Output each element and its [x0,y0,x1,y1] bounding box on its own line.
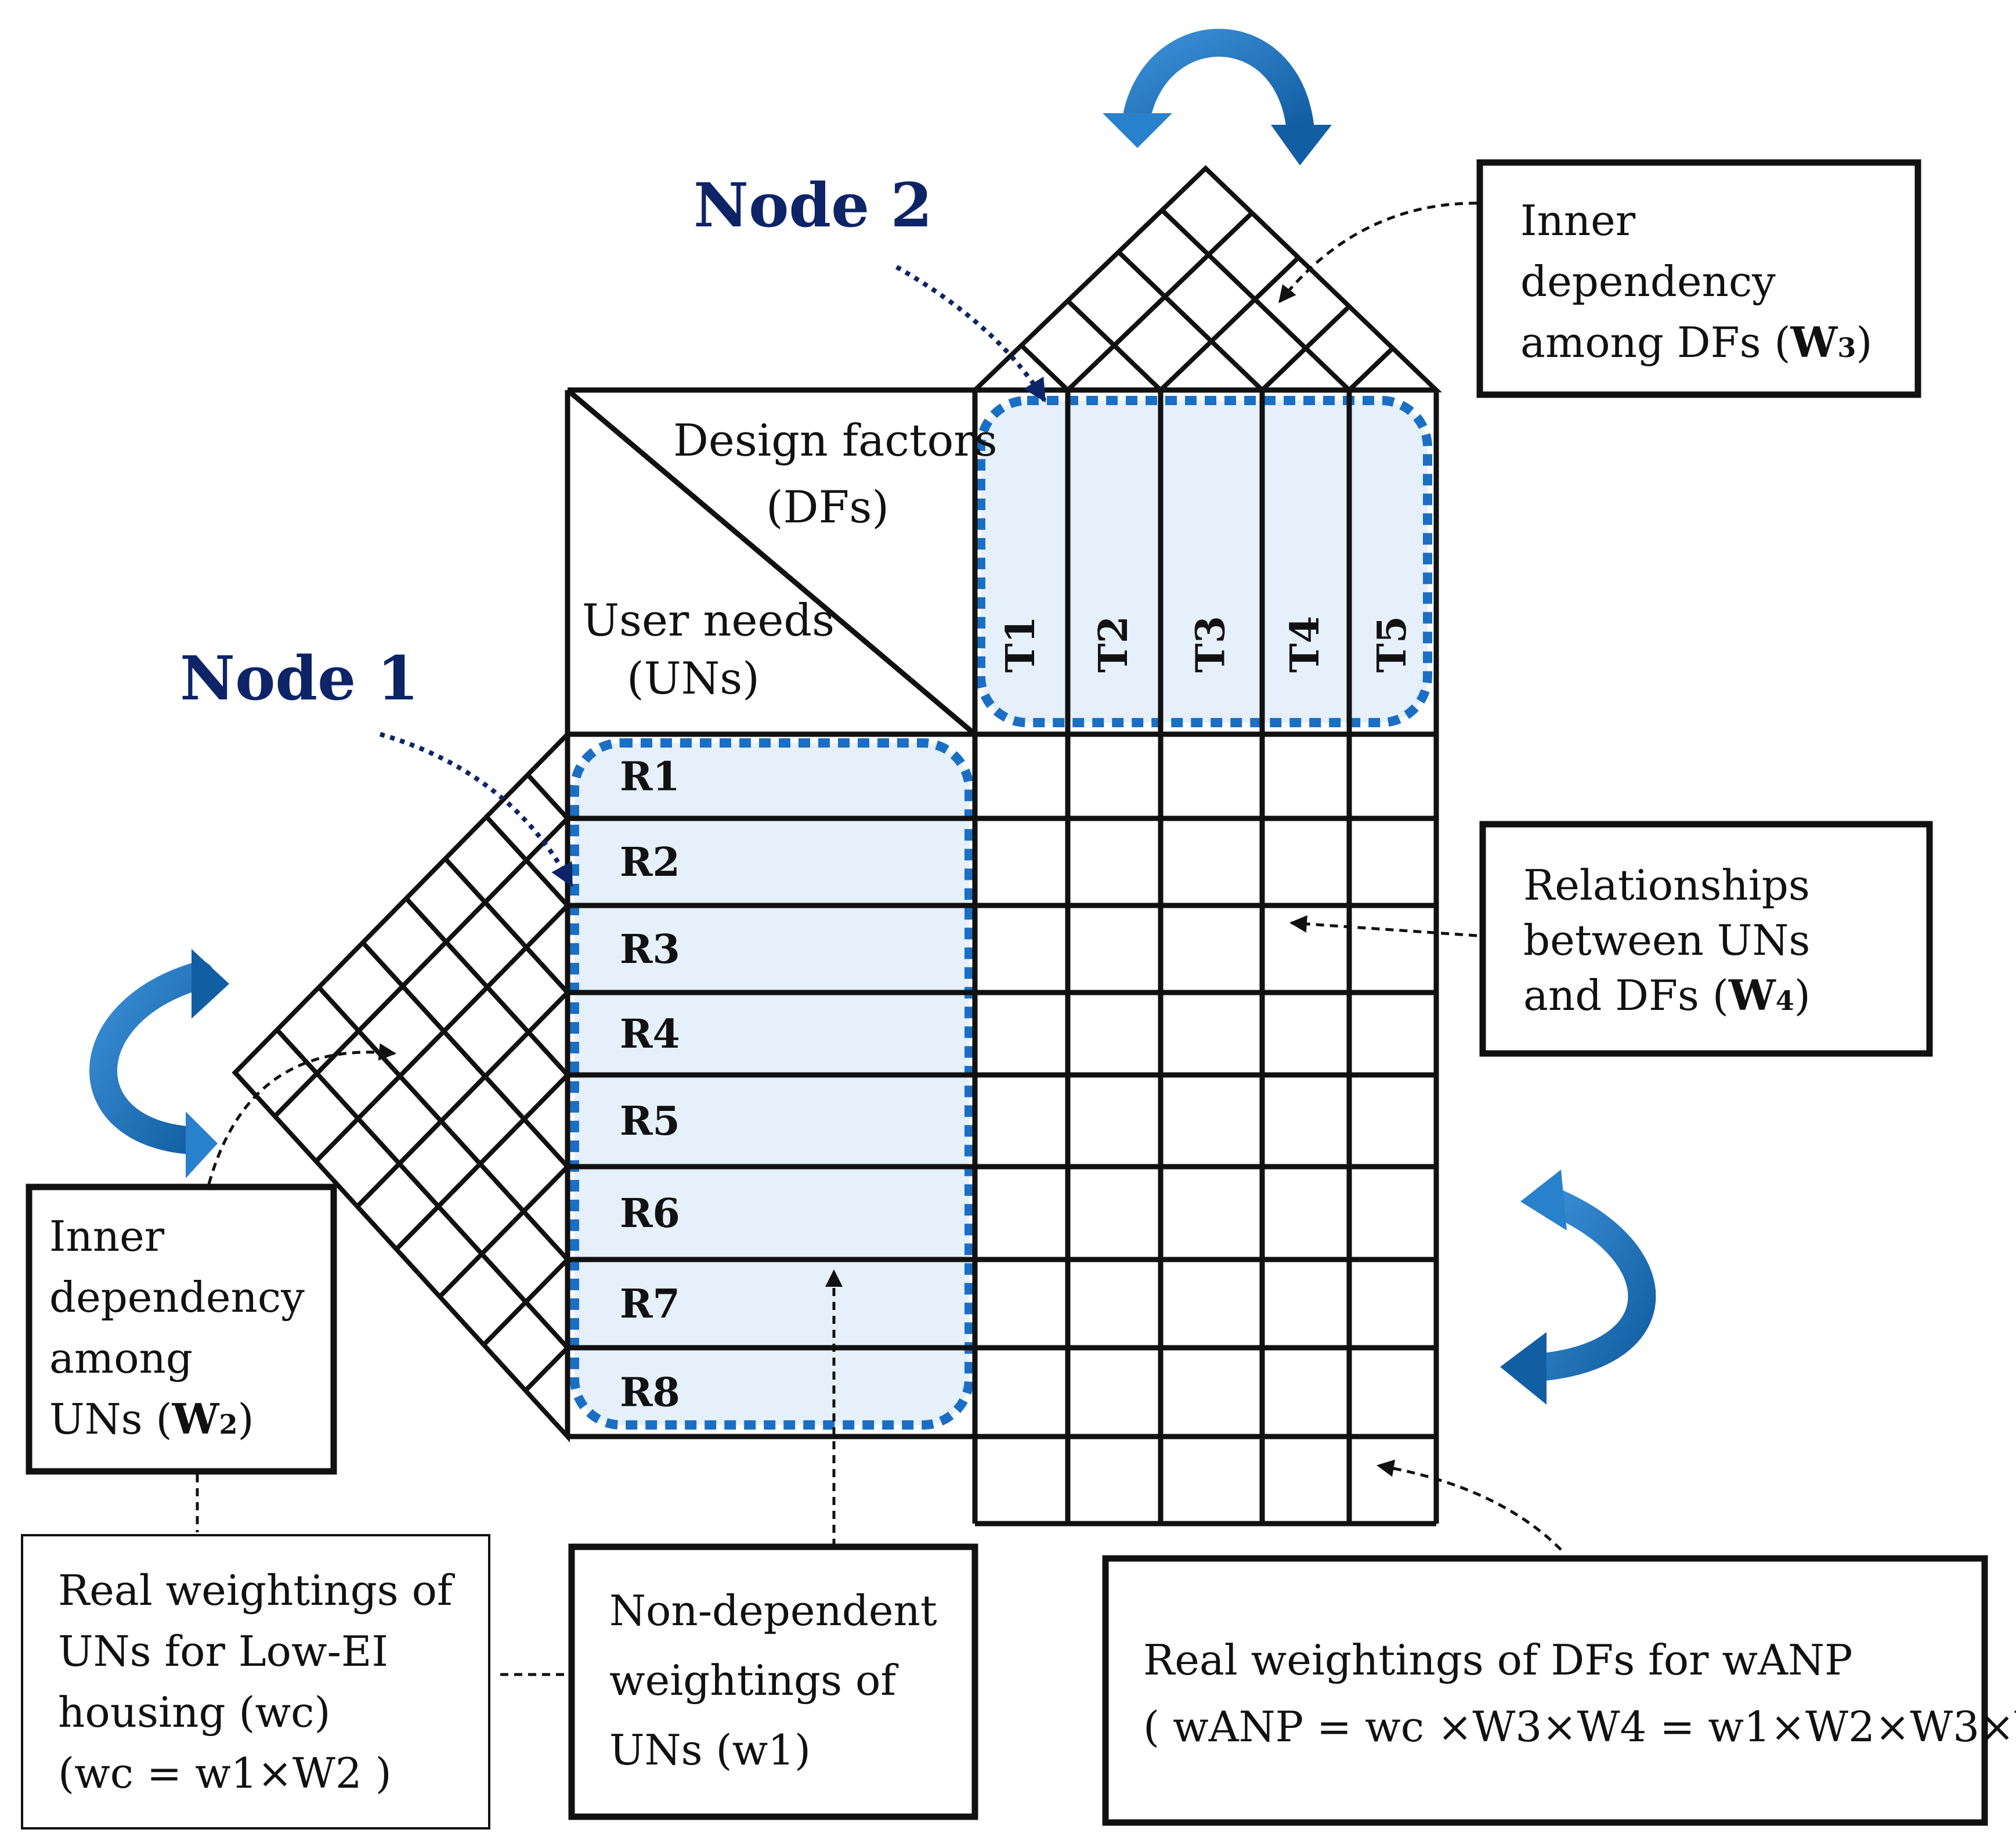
df-roof-grid-line [1159,255,1300,392]
real-dfs-line1: Real weightings of DFs for wANP [1143,1636,1852,1684]
row-label-r5: R5 [620,1098,680,1145]
real-dfs-connector [1376,1459,1562,1551]
row-label-r2: R2 [620,839,680,886]
un-roof-grid-line [317,986,569,1261]
df-roof-grid-line [1066,299,1162,392]
inner-uns-line4: UNs (W2) [49,1394,254,1444]
un-roof-grid-line [485,815,569,907]
relationships-line2: between UNs [1523,916,1810,965]
design-factors-abbrev: (DFs) [766,481,889,533]
inner-uns-line3: among [49,1334,193,1383]
non-dependent-line3: UNs (w1) [609,1726,811,1774]
non-dependent-box [568,1543,978,1820]
column-label-t2: T2 [1090,616,1137,673]
un-roof-grid-line [438,1165,569,1298]
inner-uns-line2: dependency [49,1273,305,1322]
un-correlation-roof [232,728,570,1443]
relationship-matrix [972,731,1439,1527]
un-roof-grid-line [395,1073,569,1251]
df-roof-grid-line [1117,250,1264,392]
inner-uns-connector [207,1043,396,1185]
rotation-arrow-top [1103,28,1332,165]
node2-label: Node 2 [693,169,933,241]
corner-header [565,387,977,737]
inner-dfs-line1: Inner [1520,196,1636,245]
df-correlation-roof [969,165,1442,392]
row-label-r8: R8 [620,1370,680,1416]
real-uns-line2: UNs for Low-EI [58,1627,388,1676]
df-roof-grid-line [1160,208,1351,392]
user-needs-abbrev: (UNs) [627,652,760,704]
un-roof-grid-line [526,773,569,820]
un-roof-grid-line [523,1346,569,1392]
un-roof-grid-line [361,941,569,1168]
inner-dfs-box [1476,159,1921,398]
column-label-t1: T1 [998,616,1044,673]
relationships-connector [1289,915,1477,937]
df-roof-grid-line [1066,211,1254,392]
row-label-r4: R4 [620,1011,680,1058]
user-needs-label: User needs [582,594,834,646]
df-roof-outline [969,165,1442,392]
row-label-r6: R6 [620,1190,680,1237]
column-label-t4: T4 [1282,616,1328,673]
df-roof-grid-line [1020,344,1070,392]
node2-highlight [976,396,1432,727]
row-label-r1: R1 [620,754,680,800]
row-label-r7: R7 [620,1281,680,1327]
un-roof-grid-line [273,817,569,1118]
column-label-t3: T3 [1188,616,1234,673]
un-roof-grid-line [355,991,569,1208]
node1-label: Node 1 [180,643,419,714]
design-factor-columns [972,387,1439,734]
relationships-box [1479,821,1933,1057]
real-dfs-box [1102,1555,1988,1826]
inner-uns-box [26,1183,337,1475]
non-dependent-line1: Non-dependent [609,1586,937,1635]
real-dfs-line2: ( wANP = wc ×W3×W4 = w1×W2×W3×W4 ) [1143,1702,2016,1751]
un-roof-grid-line [275,1028,569,1349]
row-label-r3: R3 [620,926,680,973]
inner-dfs-line2: dependency [1520,257,1776,306]
user-need-rows [565,731,975,1439]
node1-highlight [570,738,974,1430]
node2-pointer-arrow [895,265,1047,403]
real-uns-line4: (wc = w1×W2 ) [58,1749,392,1798]
real-uns-line3: housing (wc) [58,1688,331,1737]
inner-dfs-connector [1278,201,1477,304]
un-roof-grid-line [443,857,569,994]
design-factors-label: Design factors [673,414,998,466]
inner-uns-line1: Inner [49,1212,165,1261]
real-uns-line1: Real weightings of [58,1566,455,1615]
real-uns-box [21,1534,490,1829]
node1-pointer-arrow [379,732,574,887]
df-roof-grid-line [1347,347,1394,392]
rotation-arrow-left [89,949,229,1178]
non-dependent-line2: weightings of [609,1656,898,1705]
design-factor-labels: T1 T2 T3 T4 T5 [998,616,1415,673]
relationships-line1: Relationships [1523,861,1810,910]
inner-dfs-line3: among DFs (W3) [1520,317,1872,367]
relationships-line3: and DFs (W4) [1523,970,1811,1020]
un-roof-grid-line [404,897,569,1077]
rotation-arrow-right [1500,1170,1656,1405]
column-label-t5: T5 [1369,616,1415,673]
